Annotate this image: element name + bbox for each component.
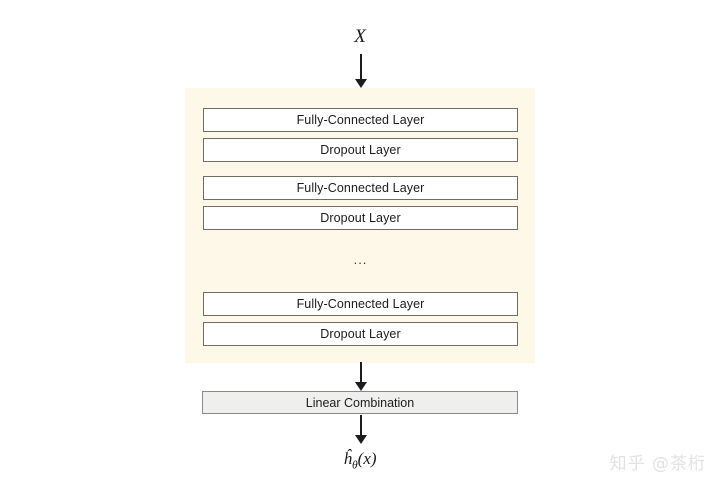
output-subscript: θ bbox=[351, 458, 358, 472]
layer-box-label: Dropout Layer bbox=[320, 211, 401, 225]
layer-box-label: Fully-Connected Layer bbox=[296, 113, 425, 127]
layer-box-label: Dropout Layer bbox=[320, 327, 401, 341]
layer-box-dropout-n: Dropout Layer bbox=[203, 322, 518, 346]
arrow-input-to-hidden-stack bbox=[355, 54, 367, 88]
layer-box-fully-connected-2: Fully-Connected Layer bbox=[203, 176, 518, 200]
layer-box-label: Fully-Connected Layer bbox=[296, 181, 425, 195]
ellipsis-indicator: ... bbox=[353, 252, 368, 267]
arrow-linear-combination-to-output bbox=[355, 415, 367, 444]
layer-box-fully-connected-n: Fully-Connected Layer bbox=[203, 292, 518, 316]
layer-box-label: Fully-Connected Layer bbox=[296, 297, 425, 311]
layer-box-dropout-2: Dropout Layer bbox=[203, 206, 518, 230]
watermark-text: 知乎 @茶桁 bbox=[609, 454, 706, 474]
input-variable-label: X bbox=[354, 26, 366, 47]
layer-box-label: Dropout Layer bbox=[320, 143, 401, 157]
linear-combination-box: Linear Combination bbox=[202, 391, 518, 414]
linear-combination-label: Linear Combination bbox=[305, 395, 415, 410]
output-hat-symbol: ĥ bbox=[343, 449, 352, 468]
arrow-head-icon bbox=[355, 382, 367, 391]
arrow-hidden-stack-to-linear-combination bbox=[355, 362, 367, 391]
arrow-shaft bbox=[360, 415, 362, 435]
output-variable-label: ĥθ(x) bbox=[310, 449, 410, 471]
arrow-shaft bbox=[360, 362, 362, 382]
output-argument: (x) bbox=[357, 449, 377, 468]
layer-box-dropout-1: Dropout Layer bbox=[203, 138, 518, 162]
arrow-shaft bbox=[360, 54, 362, 79]
layer-box-fully-connected-1: Fully-Connected Layer bbox=[203, 108, 518, 132]
arrow-head-icon bbox=[355, 79, 367, 88]
arrow-head-icon bbox=[355, 435, 367, 444]
